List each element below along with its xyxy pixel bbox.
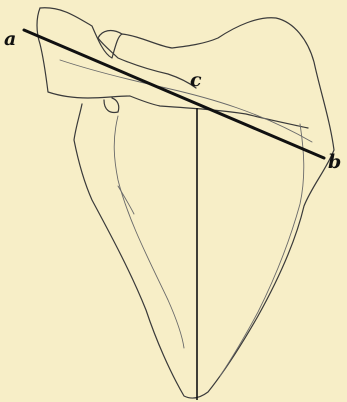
blade-lateral-border (220, 124, 304, 376)
label-a: a (4, 28, 16, 50)
axis-line-ab (24, 30, 324, 158)
label-c: c (190, 69, 202, 91)
blade-inner-border (114, 116, 184, 348)
spine-ridge (60, 60, 312, 142)
label-b: b (328, 151, 341, 173)
coracoid-outline (98, 31, 196, 88)
glenoid-notch (104, 98, 119, 113)
scapula-outline (40, 8, 334, 398)
blade-mark (118, 186, 134, 214)
acromion-outline (37, 8, 308, 128)
